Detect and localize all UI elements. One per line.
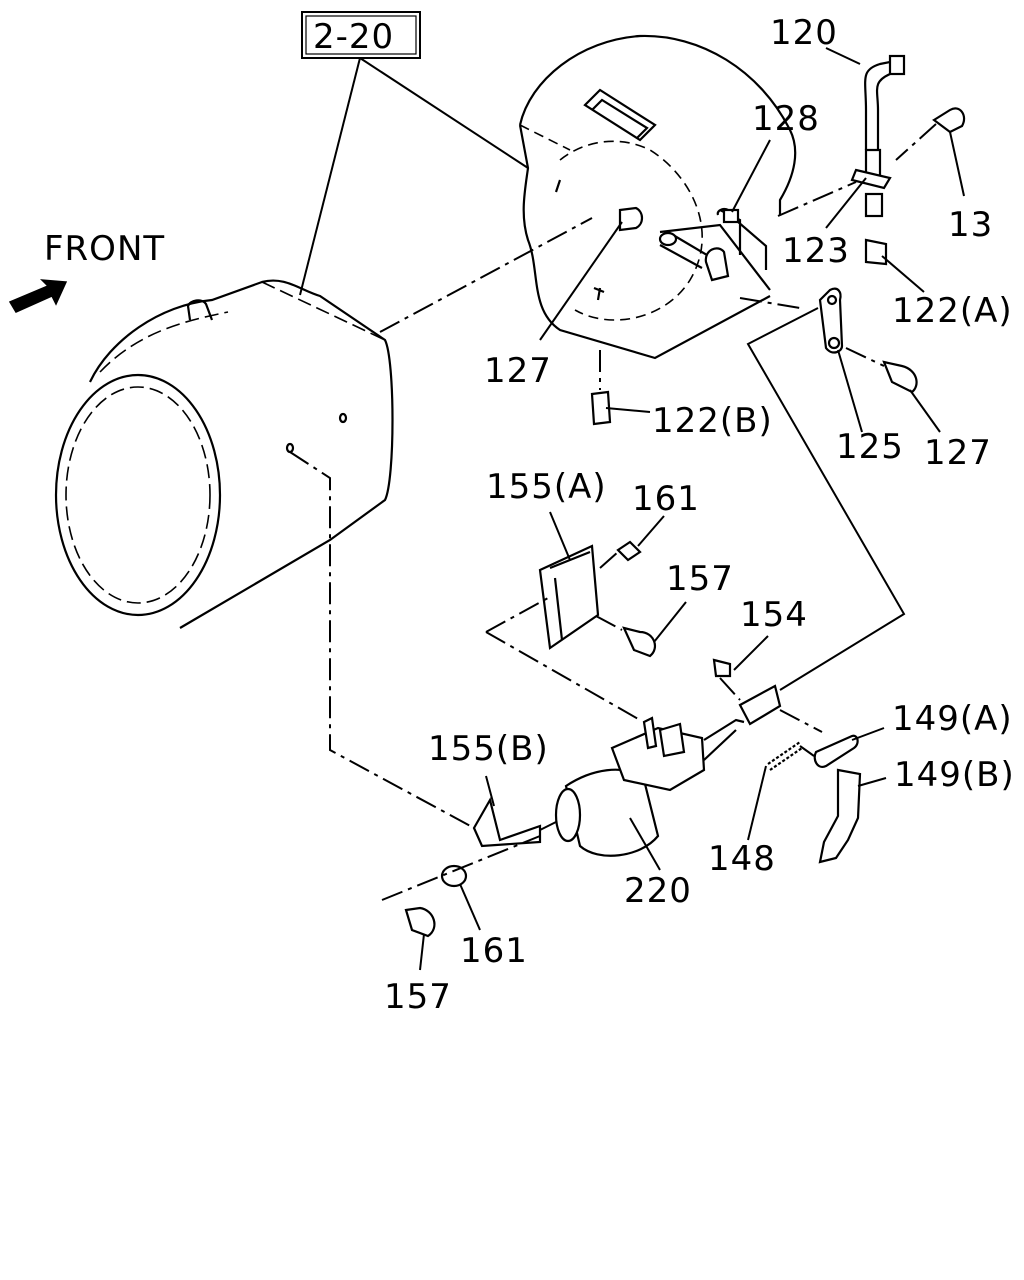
clip-128 bbox=[722, 208, 740, 224]
bracket-155b bbox=[472, 797, 542, 848]
bolt-154 bbox=[712, 658, 732, 678]
align-bracket-booster bbox=[485, 631, 641, 721]
callout-127-top: 127 bbox=[484, 351, 552, 391]
lever-149b bbox=[818, 768, 862, 864]
align-bracket-a bbox=[485, 597, 549, 633]
callout-127-right: 127 bbox=[924, 433, 992, 473]
align-bolt-157 bbox=[595, 615, 623, 631]
leader-122b bbox=[605, 407, 651, 413]
leader-148 bbox=[747, 765, 767, 841]
callout-161-bottom: 161 bbox=[460, 931, 528, 971]
callout-148: 148 bbox=[708, 839, 776, 879]
fitting-122b bbox=[590, 390, 612, 426]
callout-155b: 155(B) bbox=[428, 729, 549, 769]
front-arrow-icon bbox=[8, 279, 68, 313]
fitting-127-right bbox=[882, 360, 918, 394]
callout-120: 120 bbox=[770, 13, 838, 53]
callout-161-top: 161 bbox=[632, 479, 700, 519]
clutch-housing bbox=[518, 34, 797, 360]
leader-127-right bbox=[909, 389, 941, 433]
callout-13: 13 bbox=[948, 205, 993, 245]
reference-box-label: 2-20 bbox=[313, 17, 394, 57]
align-nut-161 bbox=[599, 551, 619, 569]
ref-leader-right bbox=[359, 57, 529, 169]
pipe-assembly bbox=[850, 54, 966, 218]
leader-122a bbox=[881, 255, 925, 293]
washer-161-bottom bbox=[440, 864, 468, 888]
callout-154: 154 bbox=[740, 595, 808, 635]
align-pipe bbox=[777, 181, 857, 217]
callout-122a: 122(A) bbox=[892, 291, 1013, 331]
align-127-right bbox=[845, 347, 885, 367]
callout-155a: 155(A) bbox=[486, 467, 607, 507]
bolt-157-mid bbox=[622, 626, 657, 658]
align-bolt-bottom bbox=[381, 835, 541, 901]
release-shaft bbox=[658, 207, 768, 282]
leader-128 bbox=[731, 139, 771, 213]
bolt-157-bottom bbox=[404, 906, 436, 938]
lever-149a bbox=[813, 734, 859, 768]
align-bolt-13 bbox=[895, 123, 937, 161]
reference-box[interactable]: 2-20 bbox=[301, 11, 421, 59]
fitting-127-top bbox=[618, 206, 644, 232]
align-case-housing bbox=[379, 217, 593, 333]
leader-154 bbox=[733, 635, 769, 671]
leader-155b bbox=[485, 775, 495, 807]
leader-149b bbox=[857, 777, 887, 787]
leader-155a bbox=[549, 511, 571, 561]
callout-128: 128 bbox=[752, 99, 820, 139]
leader-220 bbox=[629, 817, 661, 871]
release-lever bbox=[818, 287, 844, 354]
leader-161-bottom bbox=[459, 883, 481, 931]
leader-127-top bbox=[539, 221, 623, 341]
leader-157-mid bbox=[653, 601, 687, 643]
align-booster-bracket-b bbox=[539, 821, 557, 831]
callout-220: 220 bbox=[624, 871, 692, 911]
leader-123 bbox=[825, 177, 867, 229]
callout-125: 125 bbox=[836, 427, 904, 467]
callout-149a: 149(A) bbox=[892, 699, 1013, 739]
callout-123: 123 bbox=[782, 231, 850, 271]
bracket-155a bbox=[538, 544, 600, 650]
callout-157-mid: 157 bbox=[666, 559, 734, 599]
leader-149a bbox=[851, 727, 885, 741]
align-spring bbox=[799, 745, 815, 757]
align-case-bracket-b bbox=[289, 451, 475, 829]
transmission-case bbox=[54, 279, 394, 629]
callout-157-bottom: 157 bbox=[384, 977, 452, 1017]
callout-149b: 149(B) bbox=[894, 755, 1015, 795]
leader-157-bottom bbox=[419, 933, 425, 971]
callout-122b: 122(B) bbox=[652, 401, 773, 441]
fitting-122a bbox=[864, 238, 888, 266]
leader-125 bbox=[837, 349, 863, 433]
clevis bbox=[738, 684, 782, 726]
nut-161-top bbox=[616, 540, 642, 562]
align-pin-154 bbox=[719, 677, 741, 701]
align-shaft-lever bbox=[739, 297, 801, 309]
clutch-booster-220 bbox=[554, 716, 745, 857]
link-lever-clevis bbox=[746, 307, 906, 691]
align-clevis-149a bbox=[779, 709, 823, 733]
leader-120 bbox=[825, 47, 861, 65]
leader-13 bbox=[949, 131, 965, 197]
front-label: FRONT bbox=[44, 229, 165, 269]
leader-161-top bbox=[637, 515, 665, 547]
ref-leader-left bbox=[299, 57, 361, 296]
spring-148 bbox=[767, 741, 803, 771]
